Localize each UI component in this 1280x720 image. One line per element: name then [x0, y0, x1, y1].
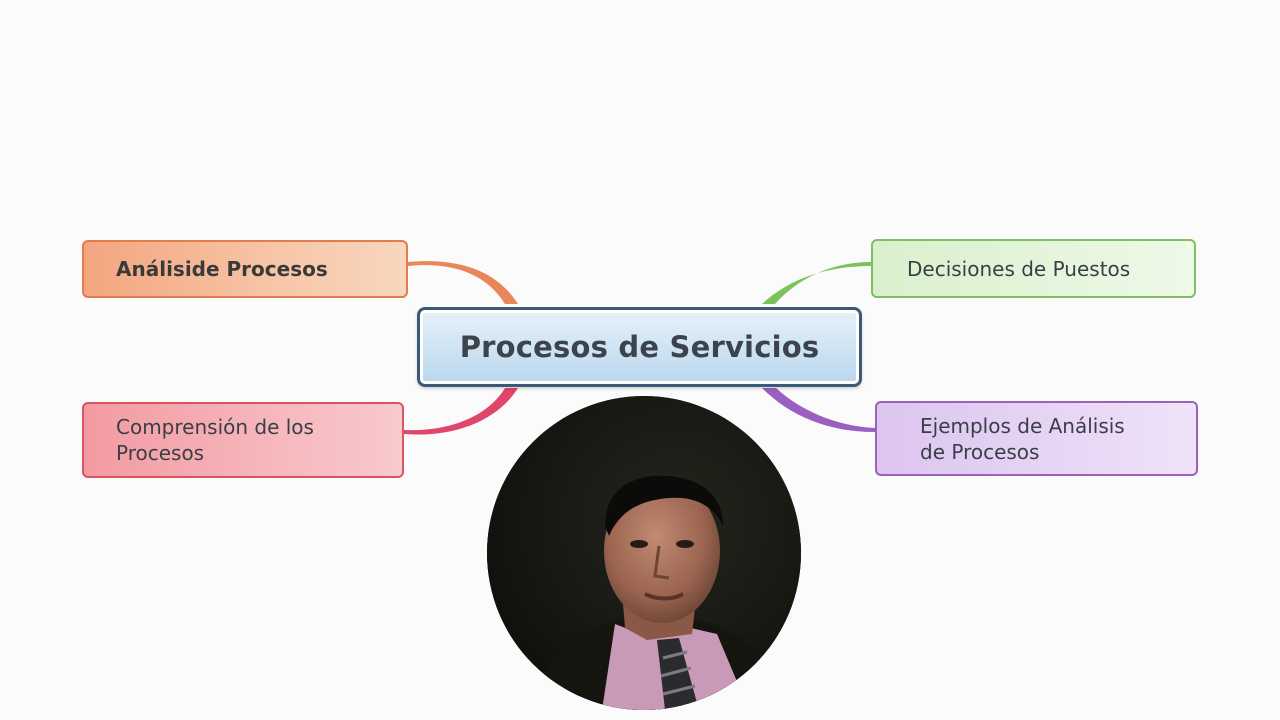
connector-comprension [404, 388, 518, 435]
branch-node-comprension: Comprensión de los Procesos [82, 402, 404, 478]
connector-analisis [408, 261, 518, 304]
branch-line: Procesos [116, 441, 205, 465]
branch-line: Decisiones de Puestos [907, 256, 1131, 281]
branch-node-ejemplos: Ejemplos de Análisis de Procesos [875, 401, 1198, 476]
branch-line: Comprensión de los [116, 415, 314, 439]
branch-node-decisiones: Decisiones de Puestos [871, 239, 1196, 298]
presenter-photo [487, 396, 801, 710]
central-topic-label: Procesos de Servicios [459, 330, 820, 364]
central-topic-node: Procesos de Servicios [417, 307, 862, 387]
branch-node-analisis: Análiside Procesos [82, 240, 408, 298]
branch-label-ejemplos: Ejemplos de Análisis de Procesos [920, 413, 1125, 465]
branch-line: Análiside Procesos [116, 257, 328, 281]
presenter-webcam [487, 396, 801, 710]
branch-line: Ejemplos de Análisis [920, 413, 1125, 438]
branch-label-comprension: Comprensión de los Procesos [116, 414, 314, 466]
branch-line: de Procesos [920, 439, 1040, 464]
connector-ejemplos [762, 388, 875, 432]
branch-label-analisis: Análiside Procesos [116, 256, 328, 282]
branch-label-decisiones: Decisiones de Puestos [907, 256, 1130, 282]
connector-decisiones [762, 262, 871, 304]
